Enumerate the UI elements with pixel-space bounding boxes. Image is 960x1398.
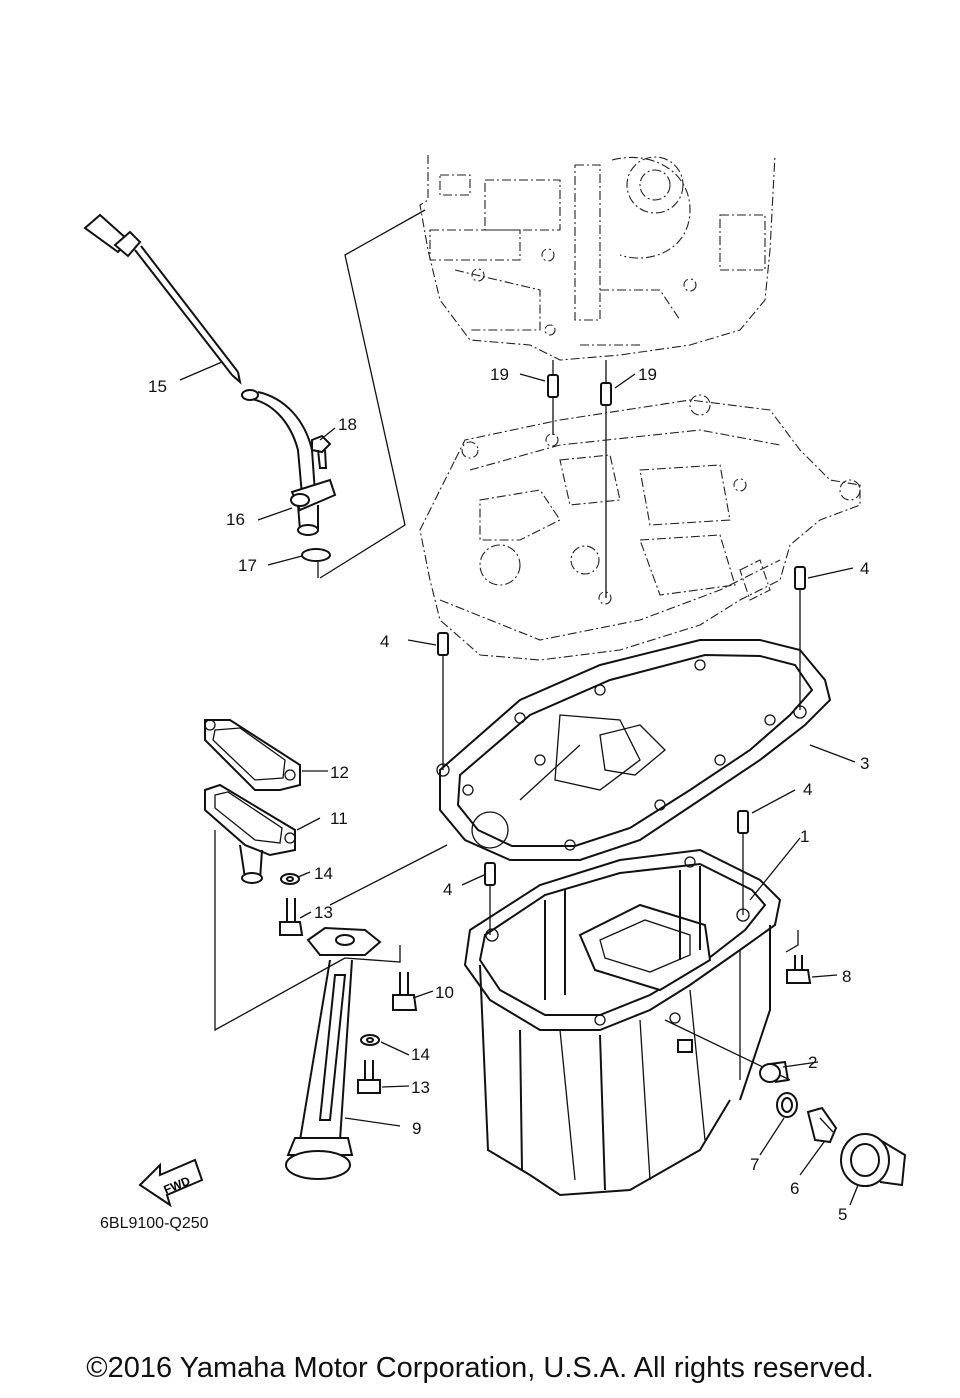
callout-19: 19 [490,365,509,384]
callout-4: 4 [803,780,812,799]
callout-4: 4 [380,632,389,651]
callout-12: 12 [330,763,349,782]
exhaust-guide-phantom [419,394,861,661]
callout-17: 17 [238,556,257,575]
callout-14: 14 [314,864,333,883]
callout-18: 18 [338,415,357,434]
cover-gasket [204,719,301,791]
washers-bolts [279,873,812,1094]
callouts: 1 2 3 4 4 4 4 5 6 7 8 9 10 11 12 13 13 1… [148,365,869,1224]
oil-pan [463,848,782,1197]
callout-13: 13 [411,1078,430,1097]
callout-16: 16 [226,510,245,529]
oil-pan-gasket [436,639,832,861]
fwd-arrow-icon: FWD [138,1158,204,1208]
callout-6: 6 [790,1179,799,1198]
callout-15: 15 [148,377,167,396]
alignment-lines [214,209,801,1081]
callout-1: 1 [800,827,809,846]
callout-5: 5 [838,1205,847,1224]
callout-8: 8 [842,967,851,986]
cover-plate [204,783,296,884]
oil-strainer [285,926,382,1180]
drain-plug-parts [759,1060,907,1187]
callout-19: 19 [638,365,657,384]
dipstick [83,213,242,385]
drawing-id: 6BL9100-Q250 [100,1215,209,1232]
callout-9: 9 [412,1119,421,1138]
leader-lines [179,361,859,1206]
callout-4: 4 [860,559,869,578]
callout-4: 4 [443,880,452,899]
engine-block-phantom [419,154,776,361]
callout-2: 2 [808,1053,817,1072]
callout-10: 10 [435,983,454,1002]
copyright-notice: ©2016 Yamaha Motor Corporation, U.S.A. A… [86,1352,874,1384]
o-ring [301,548,331,562]
dowel-pins [437,374,806,886]
callout-3: 3 [860,754,869,773]
callout-7: 7 [750,1155,759,1174]
callout-11: 11 [330,809,348,828]
callout-14: 14 [411,1045,430,1064]
callout-13: 13 [314,903,333,922]
guide-bolt [311,434,332,469]
dipstick-guide [241,389,337,536]
